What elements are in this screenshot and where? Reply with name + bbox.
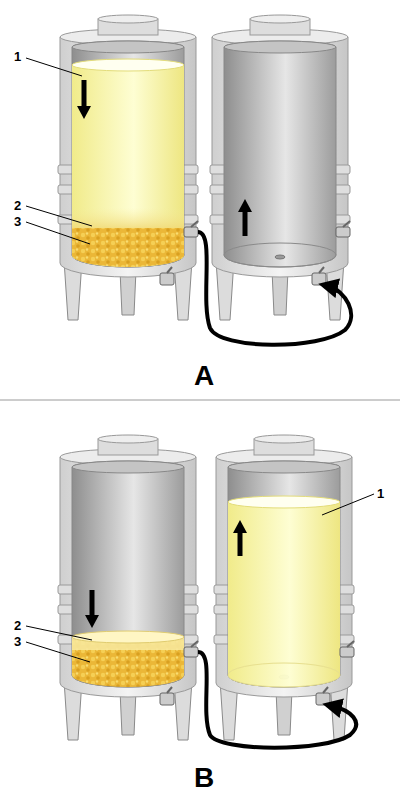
- callout-number: 3: [14, 635, 21, 648]
- callout-number: 1: [377, 487, 384, 500]
- callout-number: 2: [14, 199, 21, 212]
- panel-a: [26, 15, 351, 345]
- lees: [72, 228, 184, 267]
- wine: [72, 65, 184, 267]
- leader-line: [26, 626, 92, 640]
- separator: [0, 400, 400, 401]
- wine: [228, 502, 340, 687]
- callout-number: 3: [14, 215, 21, 228]
- hose: [198, 652, 356, 748]
- panel-letter: B: [194, 764, 214, 792]
- leader-line: [322, 494, 374, 515]
- leader-line: [26, 642, 90, 662]
- flow-arrow: [233, 520, 247, 533]
- flow-arrow: [85, 615, 99, 628]
- leader-line: [26, 58, 82, 76]
- panel-letter: A: [194, 362, 214, 390]
- callout-number: 1: [14, 50, 21, 63]
- flow-arrow: [77, 106, 91, 119]
- leader-line: [26, 206, 92, 226]
- hose: [198, 232, 351, 345]
- leader-line: [26, 222, 90, 244]
- callout-number: 2: [14, 619, 21, 632]
- panel-b: [26, 435, 374, 748]
- flow-arrow: [238, 199, 252, 212]
